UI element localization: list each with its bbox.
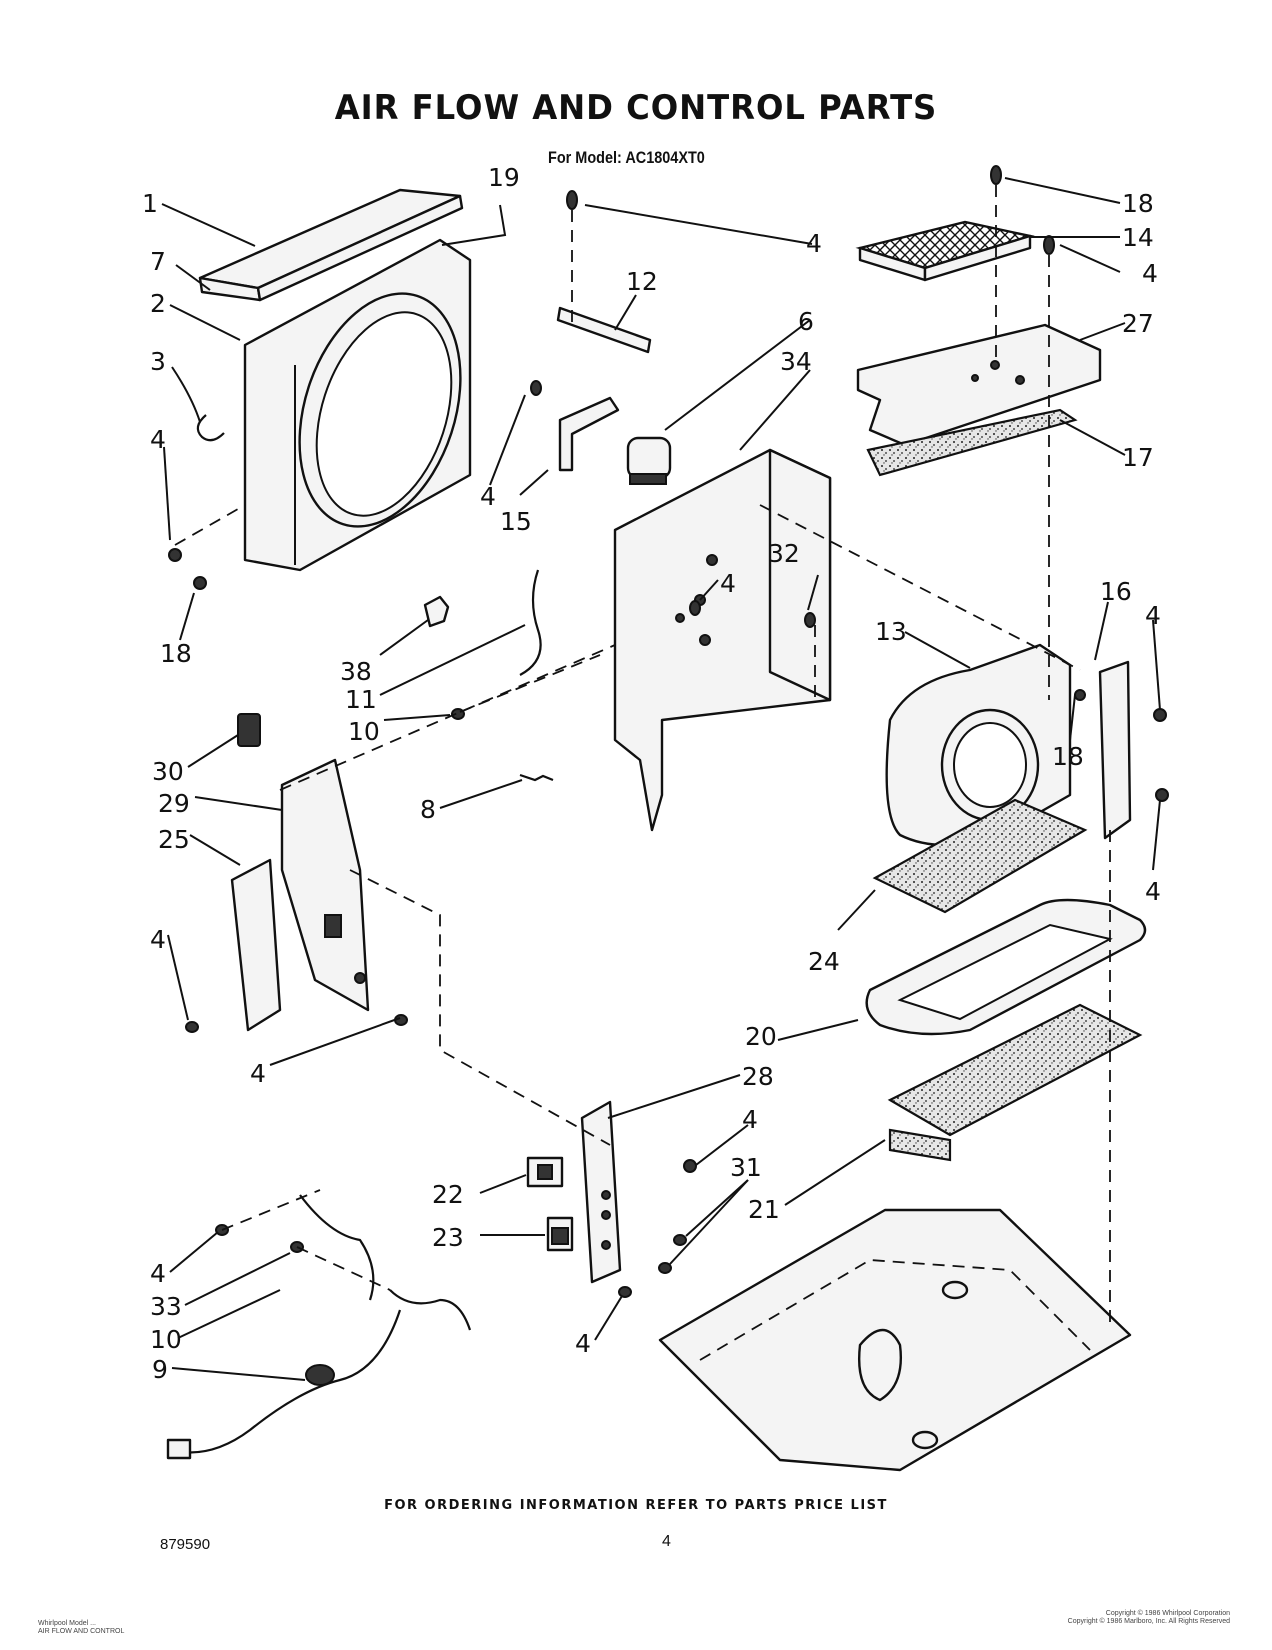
part-power-cord bbox=[166, 1194, 472, 1460]
callout-31: 31 bbox=[730, 1153, 762, 1182]
part-control-box bbox=[280, 758, 370, 1012]
callout-30: 30 bbox=[152, 757, 184, 786]
part-top-cover bbox=[198, 188, 464, 302]
callout-33: 33 bbox=[150, 1292, 182, 1321]
part-control-bracket bbox=[580, 1100, 622, 1284]
callout-38: 38 bbox=[340, 657, 372, 686]
callout-18-left: 18 bbox=[160, 639, 192, 668]
part-blower-bracket bbox=[1098, 660, 1132, 840]
callout-4-left-2: 4 bbox=[150, 925, 166, 954]
callout-4-right-1: 4 bbox=[1145, 601, 1161, 630]
callout-14: 14 bbox=[1122, 223, 1154, 252]
callout-6: 6 bbox=[798, 307, 814, 336]
callout-28: 28 bbox=[742, 1062, 774, 1091]
part-wire-11 bbox=[519, 569, 542, 676]
part-clip-38 bbox=[423, 595, 450, 628]
footer-right-small: Copyright © 1986 Whirlpool Corporation C… bbox=[1030, 1610, 1230, 1626]
callout-17: 17 bbox=[1122, 443, 1154, 472]
footer-right-line-1: Copyright © 1986 Whirlpool Corporation bbox=[1105, 1610, 1230, 1617]
callout-4-bottom-left: 4 bbox=[150, 1259, 166, 1288]
part-side-panel bbox=[230, 858, 282, 1032]
callout-4-top: 4 bbox=[806, 229, 822, 258]
callout-4-bottom-center: 4 bbox=[575, 1329, 591, 1358]
callout-32: 32 bbox=[768, 539, 800, 568]
page-number: 4 bbox=[662, 1533, 671, 1550]
part-top-plate bbox=[856, 323, 1102, 477]
callout-22: 22 bbox=[432, 1180, 464, 1209]
part-capacitor bbox=[626, 436, 672, 485]
callout-24: 24 bbox=[808, 947, 840, 976]
callout-12: 12 bbox=[626, 267, 658, 296]
model-subtitle: For Model: AC1804XT0 bbox=[548, 148, 705, 167]
footer-right-line-2: Copyright © 1986 Marlboro, Inc. All Righ… bbox=[1067, 1618, 1230, 1625]
part-clip bbox=[196, 414, 225, 442]
callout-15: 15 bbox=[500, 507, 532, 536]
callout-18-top: 18 bbox=[1122, 189, 1154, 218]
part-insulation-pads bbox=[872, 798, 1088, 914]
callout-1: 1 bbox=[142, 189, 158, 218]
screw-set bbox=[168, 165, 1169, 1298]
callout-11: 11 bbox=[345, 685, 377, 714]
part-partition-panel bbox=[613, 448, 832, 832]
callout-10-bottom-left: 10 bbox=[150, 1325, 182, 1354]
callout-18-right: 18 bbox=[1052, 742, 1084, 771]
callout-2: 2 bbox=[150, 289, 166, 318]
part-blower-housing bbox=[885, 643, 1072, 847]
footer-left-line-2: AIR FLOW AND CONTROL bbox=[38, 1628, 125, 1635]
part-switch-23 bbox=[546, 1216, 574, 1252]
footer-left-small: Whirlpool Model ... AIR FLOW AND CONTROL bbox=[38, 1620, 124, 1636]
callout-20: 20 bbox=[745, 1022, 777, 1051]
part-mount-bracket-15 bbox=[558, 396, 620, 472]
callout-4-top-right: 4 bbox=[1142, 259, 1158, 288]
part-base-insulation bbox=[887, 1003, 1143, 1162]
assembly-lines bbox=[174, 185, 1111, 1330]
callout-19: 19 bbox=[488, 163, 520, 192]
part-connector-8 bbox=[519, 773, 554, 782]
callout-4-center: 4 bbox=[720, 569, 736, 598]
document-number: 879590 bbox=[160, 1536, 211, 1553]
footer-left-line-1: Whirlpool Model ... bbox=[38, 1620, 96, 1627]
callout-27: 27 bbox=[1122, 309, 1154, 338]
callout-23: 23 bbox=[432, 1223, 464, 1252]
callout-25: 25 bbox=[158, 825, 190, 854]
ordering-note: FOR ORDERING INFORMATION REFER TO PARTS … bbox=[384, 1498, 888, 1513]
callout-13: 13 bbox=[875, 617, 907, 646]
callout-10-mid: 10 bbox=[348, 717, 380, 746]
part-switch-22 bbox=[526, 1156, 564, 1188]
callout-29: 29 bbox=[158, 789, 190, 818]
callout-4-left: 4 bbox=[150, 425, 166, 454]
page-title: AIR FLOW AND CONTROL PARTS bbox=[334, 88, 938, 128]
callout-8: 8 bbox=[420, 795, 436, 824]
callout-4-left-3: 4 bbox=[250, 1059, 266, 1088]
callout-9: 9 bbox=[152, 1355, 168, 1384]
part-overload bbox=[237, 713, 261, 747]
part-bracket-12 bbox=[556, 306, 652, 354]
callout-34: 34 bbox=[780, 347, 812, 376]
callout-numbers: 1 7 2 3 4 18 19 4 12 6 34 4 15 18 14 4 2… bbox=[142, 163, 1161, 1384]
callout-4-mid: 4 bbox=[480, 482, 496, 511]
callout-16: 16 bbox=[1100, 577, 1132, 606]
leader-lines bbox=[161, 177, 1161, 1381]
callout-3: 3 bbox=[150, 347, 166, 376]
part-front-frame bbox=[243, 238, 472, 572]
callout-7: 7 bbox=[150, 247, 166, 276]
callout-21: 21 bbox=[748, 1195, 780, 1224]
callout-4-right-2: 4 bbox=[1145, 877, 1161, 906]
part-filter-screen bbox=[855, 220, 1035, 282]
part-base-pan bbox=[658, 1208, 1132, 1472]
callout-4-near-28: 4 bbox=[742, 1105, 758, 1134]
part-drain-pan bbox=[865, 898, 1147, 1036]
